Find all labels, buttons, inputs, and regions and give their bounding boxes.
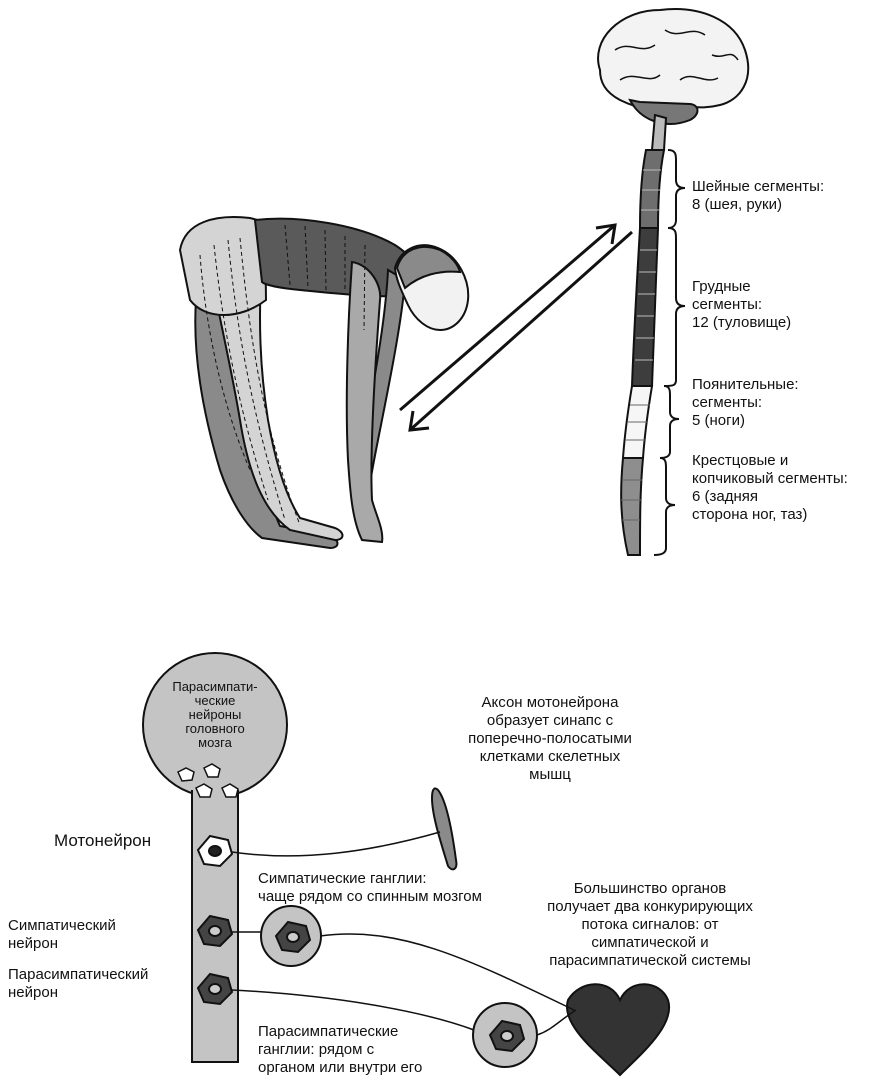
- brain: [598, 9, 748, 150]
- spine-thoracic: [632, 228, 658, 386]
- parasympathetic-ganglion: [473, 1003, 537, 1067]
- axon-synapse-note: Аксон мотонейрона образует синапс с попе…: [430, 694, 670, 784]
- sympathetic-neuron-label: Симпатический нейрон: [8, 917, 183, 953]
- sympathetic-ganglion: [261, 906, 321, 966]
- sacral-segments-label: Крестцовые и копчиковый сегменты: 6 (зад…: [692, 452, 882, 524]
- heart-organ: [567, 984, 669, 1075]
- cervical-segments-label: Шейные сегменты: 8 (шея, руки): [692, 178, 872, 214]
- parasympathetic-ganglia-label: Парасимпатические ганглии: рядом с орган…: [258, 1023, 458, 1077]
- organs-competing-signals-note: Большинство органов получает два конкури…: [520, 880, 780, 970]
- hip: [180, 217, 266, 315]
- brain-parasympathetic-neurons-label: Парасимпати- ческие нейроны головного мо…: [160, 680, 270, 750]
- spine-cervical: [640, 150, 664, 228]
- human-figure: [180, 217, 468, 548]
- sympathetic-ganglia-label: Симпатические ганглии: чаще рядом со спи…: [258, 870, 538, 906]
- spine-sacral: [621, 458, 643, 555]
- thoracic-segments-label: Грудные сегменты: 12 (туловище): [692, 278, 872, 332]
- parasympathetic-neuron-label: Парасимпатический нейрон: [8, 966, 188, 1002]
- lumbar-segments-label: Поянительные: сегменты: 5 (ноги): [692, 376, 872, 430]
- skeletal-muscle: [432, 788, 456, 869]
- motor-neuron-label: Мотонейрон: [54, 832, 151, 850]
- spinal-column: [621, 150, 664, 555]
